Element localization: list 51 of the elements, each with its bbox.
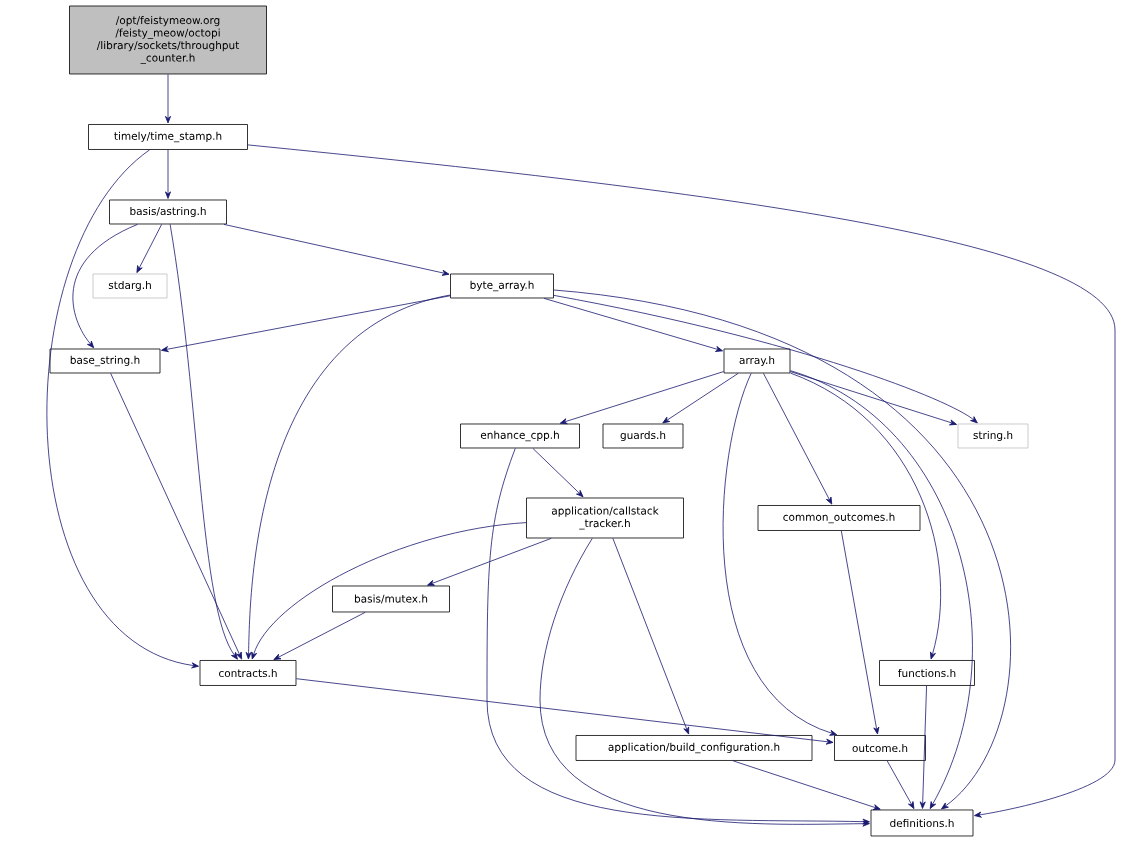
file-box: array.h [723,348,791,374]
file-box: contracts.h [199,660,297,686]
arrow [553,295,978,424]
arrow [273,612,366,660]
arrow [296,678,834,745]
arrow [539,538,870,827]
file-box: common_outcomes.h [757,505,921,531]
arrow [110,373,243,660]
file-box: stdarg.h [92,273,168,299]
arrow [165,149,171,199]
file-box: definitions.h [870,809,974,837]
file-box: timely/time_stamp.h [88,124,248,150]
arrow [72,224,138,349]
arrow [165,74,171,124]
file-box: basis/mutex.h [332,585,450,613]
file-box: functions.h [879,660,975,686]
arrow [245,294,451,660]
arrow [559,371,724,425]
arrow [553,289,1011,810]
file-box: guards.h [602,423,684,449]
arrow [161,295,451,353]
arrow [486,448,870,825]
arrow [886,760,915,809]
arrow [919,685,927,809]
arrow [532,448,584,498]
arrow [543,298,723,352]
arrow [662,373,739,424]
arrow [169,224,238,660]
file-box: application/build_configuration.h [575,735,813,761]
arrow [251,522,527,660]
file-box: /opt/feistymeow.org /feisty_meow/octopi /library/sockets/throughput _counter.h [69,5,267,75]
file-box: base_string.h [49,348,161,374]
file-box: outcome.h [834,735,926,761]
file-box: enhance_cpp.h [460,423,580,449]
arrow [223,224,450,276]
file-box: string.h [957,423,1029,449]
arrow [427,538,552,586]
arrow [763,373,833,505]
arrow [790,372,941,660]
arrow [612,538,690,735]
arrow [790,370,973,809]
arrow [840,530,880,735]
arrow [732,760,881,811]
arrow [722,373,838,736]
file-box: basis/astring.h [109,199,227,225]
arrow [247,144,1116,818]
arrow [47,149,199,669]
file-box: byte_array.h [450,273,554,299]
arrow [790,371,957,426]
arrow [136,224,163,273]
file-box: application/callstack _tracker.h [526,497,684,539]
